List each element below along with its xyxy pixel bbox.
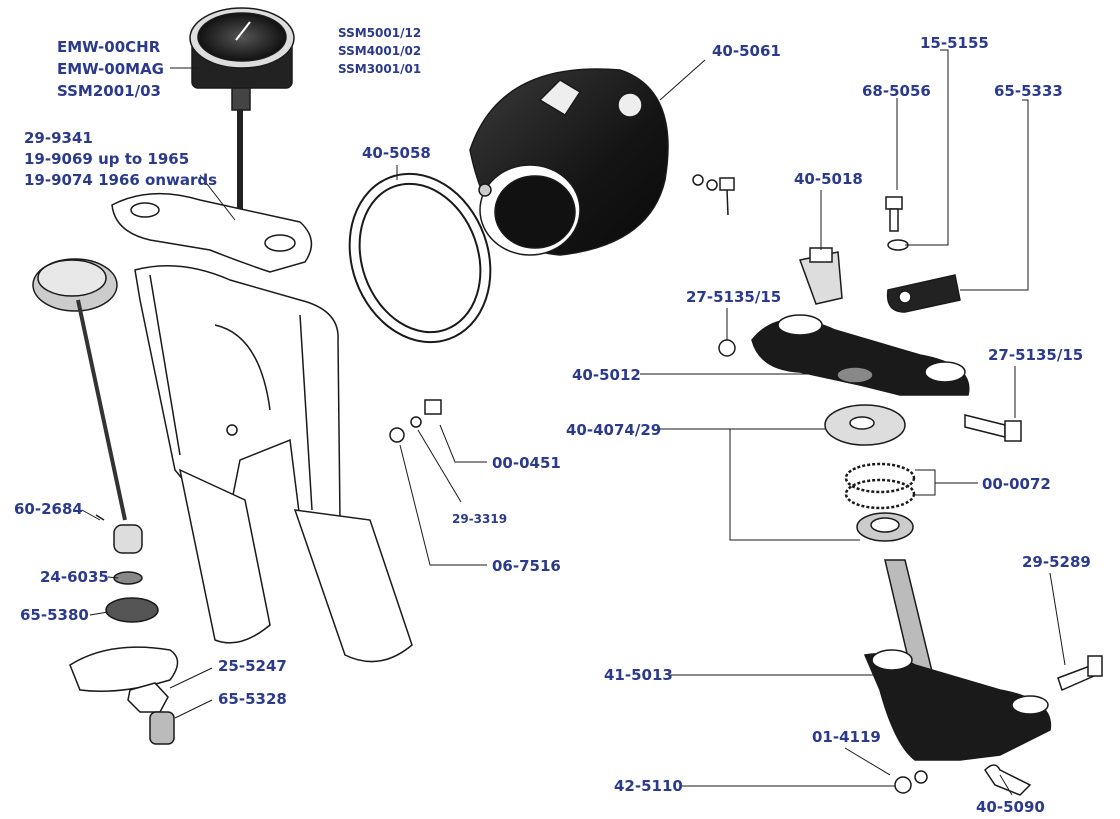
label-68-5056: 68-5056 [862,82,931,100]
label-19-9074: 19-9074 1966 onwards [24,171,218,189]
label-27-5135-left: 27-5135/15 [686,288,782,306]
label-27-5135-right: 27-5135/15 [988,346,1084,364]
shell-screw [692,174,735,216]
label-41-5013: 41-5013 [604,666,673,684]
label-65-5380: 65-5380 [20,606,89,624]
label-42-5110: 42-5110 [614,777,683,795]
headlamp-shell [469,68,669,256]
label-40-5058: 40-5058 [362,144,431,162]
nut-27-5135-left [718,339,736,357]
label-emw-00mag: EMW-00MAG [57,60,164,78]
label-40-4074: 40-4074/29 [566,421,662,439]
cap-40-5018 [798,247,843,305]
label-ssm4001-02: SSM4001/02 [338,44,422,58]
label-ssm2001-03: SSM2001/03 [57,82,161,100]
label-06-7516: 06-7516 [492,557,561,575]
leader-lines [81,49,1066,796]
clamp-65-5333 [886,274,961,313]
label-01-4119: 01-4119 [812,728,881,746]
label-29-5289: 29-5289 [1022,553,1091,571]
label-15-5155: 15-5155 [920,34,989,52]
label-40-5012: 40-5012 [572,366,641,384]
upper-yoke-40-5012 [751,314,970,396]
label-29-9341: 29-9341 [24,129,93,147]
upper-bracket [111,192,313,273]
label-emw-00chr: EMW-00CHR [57,38,161,56]
label-24-6035: 24-6035 [40,568,109,586]
label-ssm5001-12: SSM5001/12 [338,26,422,40]
bolt-27-5135-right [964,414,1022,442]
steering-damper [32,258,179,745]
clip-40-5090 [984,764,1032,796]
bolt-29-5289 [1057,655,1103,692]
label-29-3319: 29-3319 [452,512,508,526]
label-65-5333: 65-5333 [994,82,1063,100]
label-00-0072: 00-0072 [982,475,1051,493]
label-40-5090: 40-5090 [976,798,1045,816]
nut-42-5110 [894,770,928,794]
label-40-5018: 40-5018 [794,170,863,188]
washer-40-4074 [824,404,914,542]
lower-yoke-41-5013 [863,559,1052,761]
center-fasteners [389,399,442,443]
label-40-5061: 40-5061 [712,42,781,60]
ball-bearings-00-0072 [844,462,916,510]
label-65-5328: 65-5328 [218,690,287,708]
label-19-9069: 19-9069 up to 1965 [24,150,190,168]
headlamp-rim [348,172,492,344]
bolt-68-5056 [885,196,909,251]
speedometer [189,7,295,232]
label-ssm3001-01: SSM3001/01 [338,62,422,76]
label-00-0451: 00-0451 [492,454,561,472]
label-25-5247: 25-5247 [218,657,287,675]
label-60-2684: 60-2684 [14,500,83,518]
fork-shroud-assembly [134,265,413,663]
